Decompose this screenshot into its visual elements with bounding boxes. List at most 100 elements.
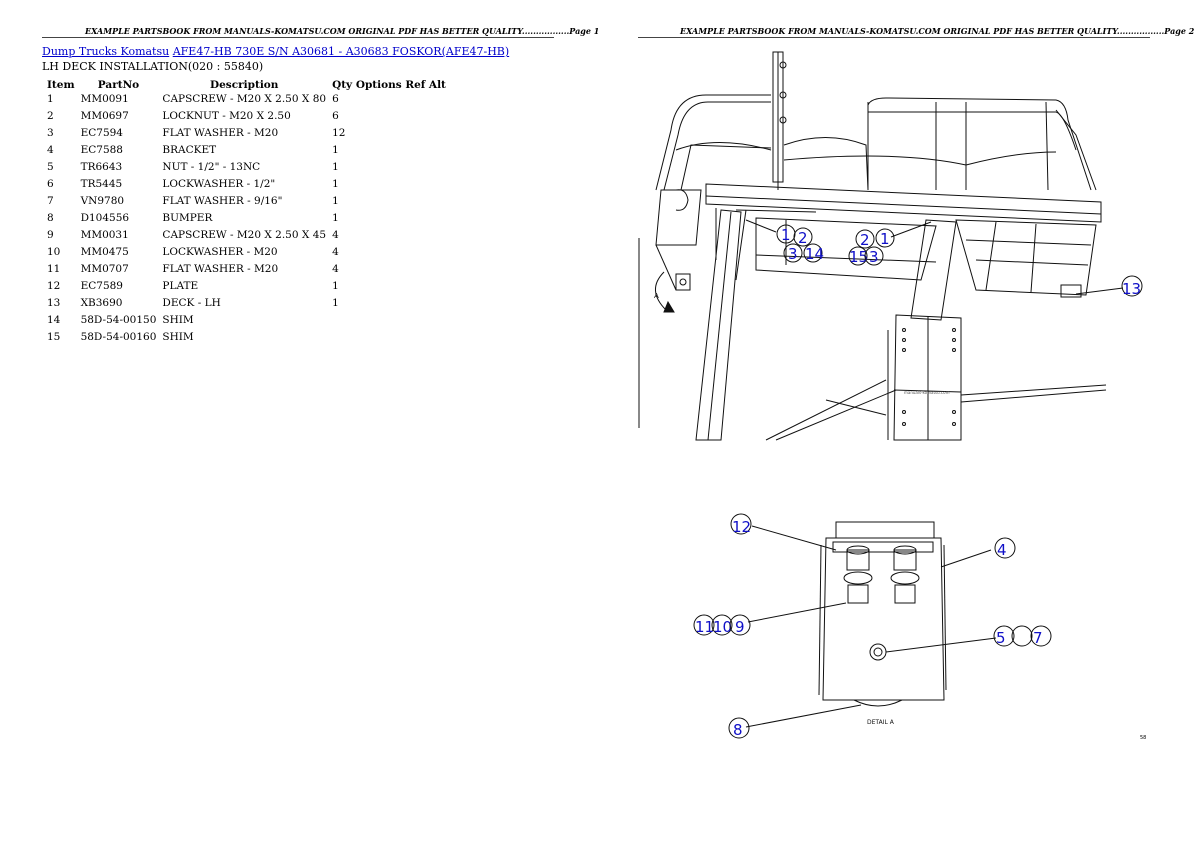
callout-1: 1 <box>776 224 796 244</box>
callout-11: 11 <box>693 614 715 636</box>
cell-qty: 4 <box>332 229 339 241</box>
svg-text:13: 13 <box>1122 280 1141 298</box>
cell-qty: 6 <box>332 110 339 122</box>
svg-text:3: 3 <box>788 245 798 263</box>
section-title: LH DECK INSTALLATION(020 : 55840) <box>42 60 264 73</box>
cell-partno: TR6643 <box>80 161 123 173</box>
header-item: Item <box>47 78 75 91</box>
breadcrumb: Dump Trucks Komatsu AFE47-HB 730E S/N A3… <box>42 45 509 58</box>
cell-item: 8 <box>47 212 54 224</box>
svg-text:1: 1 <box>880 230 890 248</box>
cell-partno: VN9780 <box>80 195 125 207</box>
svg-text:3: 3 <box>869 248 879 266</box>
svg-text:1: 1 <box>781 226 791 244</box>
cell-description: LOCKWASHER - 1/2" <box>162 178 276 190</box>
cell-item: 4 <box>47 144 54 156</box>
callout-8: 8 <box>728 717 750 739</box>
cell-item: 2 <box>47 110 54 122</box>
cell-description: FLAT WASHER - M20 <box>162 127 279 139</box>
cell-qty: 4 <box>332 263 339 275</box>
cell-qty: 12 <box>332 127 346 139</box>
parts-table: Item PartNo Description Qty Options Ref … <box>44 76 449 348</box>
cell-qty: 1 <box>332 280 339 292</box>
cell-item: 13 <box>47 297 61 309</box>
cell-partno: 58D-54-00150 <box>80 314 157 326</box>
cell-qty: 1 <box>332 195 339 207</box>
cell-qty: 1 <box>332 297 339 309</box>
svg-text:11: 11 <box>695 618 714 636</box>
cell-description: SHIM <box>162 331 194 343</box>
cell-item: 5 <box>47 161 54 173</box>
cell-partno: TR5445 <box>80 178 123 190</box>
cell-description: CAPSCREW - M20 X 2.50 X 80 <box>162 93 327 105</box>
table-row: 5 TR6643 NUT - 1/2" - 13NC 1 <box>44 161 449 178</box>
cell-qty <box>329 314 449 331</box>
cell-description: LOCKWASHER - M20 <box>162 246 278 258</box>
breadcrumb-link-model[interactable]: AFE47-HB 730E S/N A30681 - A30683 FOSKOR… <box>172 45 510 58</box>
callout-2: 2 <box>793 227 813 247</box>
cell-item: 15 <box>47 331 61 343</box>
callouts-top: 1 2 3 14 2 1 15 3 13 <box>776 224 1143 298</box>
svg-text:9: 9 <box>735 618 745 636</box>
callouts-detail: 12 4 11 10 9 5 7 8 <box>693 513 1052 739</box>
callout-3b: 3 <box>864 246 884 266</box>
callout-13: 13 <box>1121 275 1143 298</box>
cell-partno: MM0091 <box>80 93 129 105</box>
callout-5: 5 <box>993 625 1015 647</box>
cell-qty <box>329 331 449 348</box>
callout-7: 7 <box>1030 625 1052 647</box>
cell-item: 6 <box>47 178 54 190</box>
cell-partno: D104556 <box>80 212 130 224</box>
svg-text:10: 10 <box>713 618 732 636</box>
table-row: 14 58D-54-00150 SHIM <box>44 314 449 331</box>
cell-qty: 1 <box>332 178 339 190</box>
callout-2b: 2 <box>855 229 875 249</box>
cell-item: 10 <box>47 246 61 258</box>
svg-text:14: 14 <box>805 245 824 263</box>
table-header-row: Item PartNo Description Qty Options Ref … <box>44 76 449 93</box>
cell-qty: 1 <box>332 144 339 156</box>
cell-partno: MM0707 <box>80 263 129 275</box>
deck-assembly-drawing: A manuals-komatsu.com <box>638 51 1124 441</box>
cell-description: NUT - 1/2" - 13NC <box>162 161 261 173</box>
callout-15: 15 <box>848 246 868 266</box>
svg-text:2: 2 <box>798 229 808 247</box>
cell-item: 7 <box>47 195 54 207</box>
svg-text:7: 7 <box>1033 629 1043 647</box>
cell-description: LOCKNUT - M20 X 2.50 <box>162 110 291 122</box>
cell-qty: 1 <box>332 161 339 173</box>
page-header-right: EXAMPLE PARTSBOOK FROM MANUALS-KOMATSU.C… <box>680 26 1194 36</box>
page-header-left: EXAMPLE PARTSBOOK FROM MANUALS-KOMATSU.C… <box>85 26 600 36</box>
cell-partno: MM0697 <box>80 110 129 122</box>
cell-partno: 58D-54-00160 <box>80 331 157 343</box>
callout-12: 12 <box>730 513 752 536</box>
cell-item: 1 <box>47 93 54 105</box>
cell-partno: MM0031 <box>80 229 129 241</box>
cell-partno: EC7594 <box>80 127 123 139</box>
cell-description: BUMPER <box>162 212 213 224</box>
svg-text:2: 2 <box>860 231 870 249</box>
header-description: Description <box>210 78 279 91</box>
cell-item: 14 <box>47 314 61 326</box>
detail-a-drawing: DETAIL A <box>745 521 997 728</box>
cell-partno: MM0475 <box>80 246 129 258</box>
watermark-text: manuals-komatsu.com <box>904 390 950 395</box>
breadcrumb-link-dump-trucks[interactable]: Dump Trucks Komatsu <box>42 45 170 58</box>
cell-description: SHIM <box>162 314 194 326</box>
callout-10: 10 <box>711 614 733 636</box>
sheet-number: 58 <box>1140 735 1147 741</box>
callout-14: 14 <box>803 243 824 263</box>
cell-description: FLAT WASHER - M20 <box>162 263 279 275</box>
parts-drawing: A manuals-komatsu.com 1 2 3 14 2 1 15 3 … <box>638 51 1143 739</box>
callout-4: 4 <box>994 537 1016 559</box>
svg-text:12: 12 <box>732 518 751 536</box>
cell-description: DECK - LH <box>162 297 221 309</box>
table-row: 6 TR5445 LOCKWASHER - 1/2" 1 <box>44 178 449 195</box>
callout-6-empty <box>1011 625 1033 647</box>
header-qty: Qty Options Ref Alt <box>332 78 446 91</box>
